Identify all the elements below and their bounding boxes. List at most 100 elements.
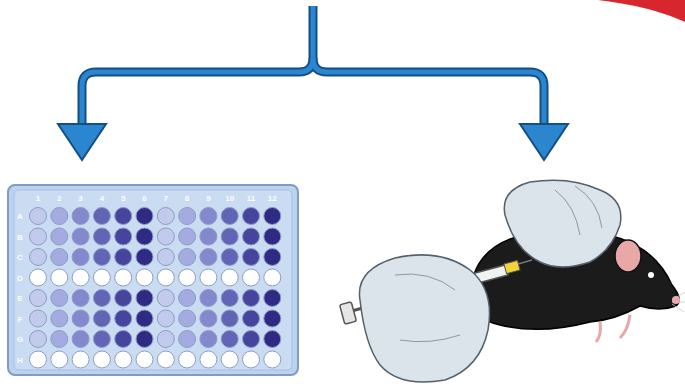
- well: [221, 310, 238, 327]
- column-number: 1: [36, 194, 40, 203]
- well: [136, 310, 153, 327]
- well: [264, 310, 281, 327]
- well: [115, 290, 132, 307]
- well: [51, 249, 68, 266]
- syringe-thumb: [340, 302, 357, 324]
- well: [51, 331, 68, 348]
- arrow-shaft: [313, 58, 544, 128]
- well: [200, 331, 217, 348]
- row-letter: H: [17, 355, 23, 364]
- well: [243, 249, 260, 266]
- well: [30, 269, 47, 286]
- well: [93, 310, 110, 327]
- column-number: 10: [225, 194, 234, 203]
- glove-hand: [359, 255, 489, 382]
- well: [179, 331, 196, 348]
- well: [115, 310, 132, 327]
- well: [72, 228, 89, 245]
- well: [115, 208, 132, 225]
- well: [179, 228, 196, 245]
- well: [136, 228, 153, 245]
- syringe-needle: [518, 260, 532, 264]
- well: [157, 208, 174, 225]
- column-number: 9: [206, 194, 210, 203]
- well: [51, 228, 68, 245]
- well: [51, 290, 68, 307]
- glove-fold: [555, 186, 602, 235]
- mouse-whiskers: [672, 292, 685, 312]
- well: [136, 249, 153, 266]
- well: [136, 269, 153, 286]
- well: [93, 208, 110, 225]
- well: [179, 269, 196, 286]
- well: [179, 290, 196, 307]
- well: [93, 331, 110, 348]
- well: [72, 208, 89, 225]
- mouse-eye: [648, 272, 654, 278]
- well: [51, 269, 68, 286]
- well: [264, 351, 281, 368]
- well: [221, 249, 238, 266]
- column-number: 5: [121, 194, 125, 203]
- arrow-shaft: [82, 6, 313, 128]
- fork-arrow: [58, 6, 568, 160]
- well: [30, 249, 47, 266]
- well: [264, 228, 281, 245]
- well: [72, 249, 89, 266]
- well: [72, 351, 89, 368]
- column-number: 8: [185, 194, 189, 203]
- row-letter: F: [18, 314, 23, 323]
- well: [30, 310, 47, 327]
- column-number: 7: [164, 194, 168, 203]
- well: [264, 249, 281, 266]
- well: [136, 351, 153, 368]
- column-number: 3: [78, 194, 82, 203]
- well: [136, 331, 153, 348]
- well: [93, 269, 110, 286]
- well: [200, 208, 217, 225]
- well: [157, 228, 174, 245]
- well: [264, 269, 281, 286]
- well: [221, 351, 238, 368]
- well: [30, 208, 47, 225]
- row-letter: D: [17, 273, 23, 282]
- column-number: 6: [142, 194, 146, 203]
- syringe-hub: [504, 260, 520, 273]
- glove-fold: [395, 274, 460, 342]
- well: [243, 331, 260, 348]
- row-letter: B: [17, 232, 23, 241]
- well: [115, 351, 132, 368]
- mouse-paws: [596, 315, 630, 342]
- well: [243, 228, 260, 245]
- well: [93, 351, 110, 368]
- well: [115, 249, 132, 266]
- well: [200, 351, 217, 368]
- row-letter: A: [17, 212, 23, 221]
- well: [93, 290, 110, 307]
- well-grid: [30, 208, 281, 369]
- well: [264, 290, 281, 307]
- well: [179, 208, 196, 225]
- well: [264, 208, 281, 225]
- well: [51, 351, 68, 368]
- column-number: 12: [268, 194, 277, 203]
- well: [243, 208, 260, 225]
- well: [243, 310, 260, 327]
- well: [136, 208, 153, 225]
- well: [51, 208, 68, 225]
- well: [157, 249, 174, 266]
- well: [221, 208, 238, 225]
- row-letter: C: [17, 253, 23, 262]
- well: [93, 228, 110, 245]
- plate-frame: [8, 185, 298, 375]
- well: [179, 351, 196, 368]
- well: [136, 290, 153, 307]
- well: [157, 290, 174, 307]
- well: [200, 249, 217, 266]
- well: [157, 331, 174, 348]
- glove-hand: [504, 180, 621, 267]
- arrow-head: [58, 124, 106, 160]
- well: [72, 290, 89, 307]
- well: [200, 310, 217, 327]
